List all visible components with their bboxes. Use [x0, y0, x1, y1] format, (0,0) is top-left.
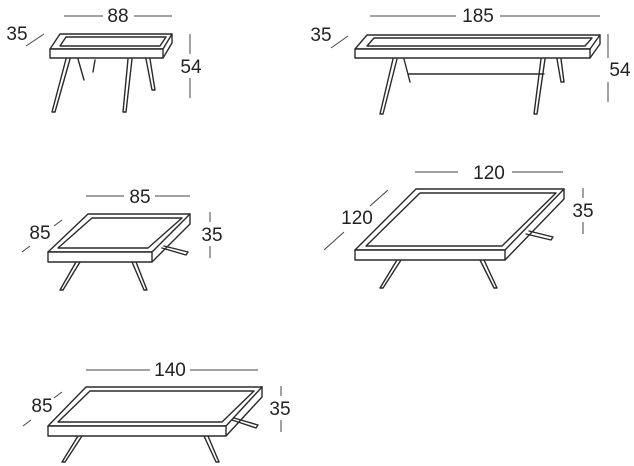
table-88x35x54: 88 35 54 [6, 6, 202, 113]
table-top [354, 188, 565, 261]
height-label: 35 [269, 399, 290, 420]
table-140x85x35: 140 85 35 [22, 360, 291, 463]
table-top [354, 34, 601, 59]
table-legs [51, 58, 156, 113]
width-label: 120 [473, 163, 505, 184]
table-legs [379, 230, 554, 289]
table-top [49, 33, 173, 59]
width-label: 88 [107, 6, 128, 27]
depth-label: 35 [310, 25, 331, 46]
table-top [47, 386, 263, 437]
width-label: 85 [129, 187, 150, 208]
height-label: 54 [609, 60, 631, 81]
table-185x35x54: 185 35 54 [310, 6, 631, 115]
depth-label: 85 [31, 396, 52, 417]
height-label: 35 [572, 201, 593, 222]
table-legs [59, 245, 189, 291]
depth-label: 85 [29, 223, 50, 244]
table-85x85x35: 85 85 35 [21, 187, 223, 291]
table-120x120x35: 120 120 35 [323, 163, 594, 289]
depth-label: 35 [6, 24, 27, 45]
height-label: 54 [180, 57, 202, 78]
table-legs [379, 58, 565, 115]
table-top [47, 213, 191, 263]
width-label: 140 [154, 360, 186, 381]
table-legs [61, 417, 259, 463]
depth-label: 120 [341, 208, 373, 229]
height-label: 35 [201, 225, 222, 246]
width-label: 185 [462, 6, 494, 27]
